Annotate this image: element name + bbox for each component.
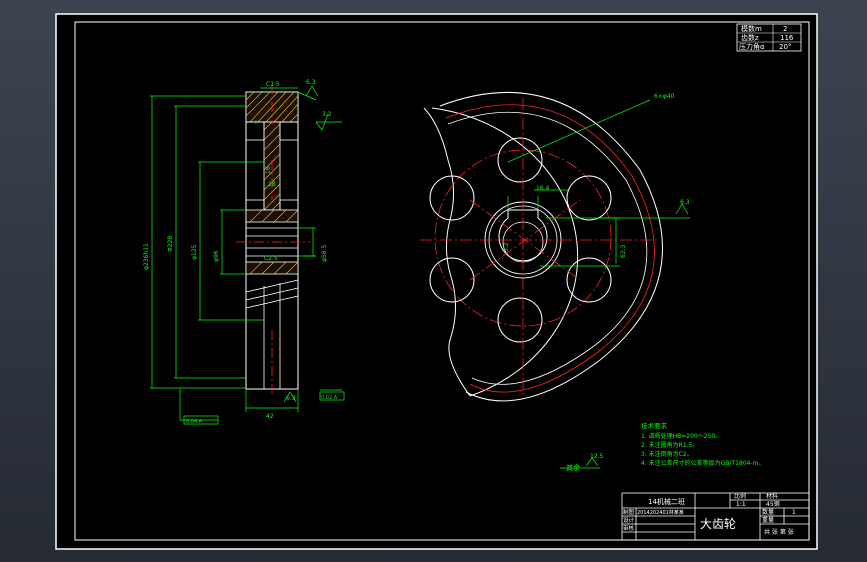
dim-top-angle: 6.3 [306,79,316,86]
dim-d-outer: φ236h11 [143,243,150,270]
front-view: 6×φ40 16.4 62.3 3.2 6.3 其余 12.5 [420,91,690,472]
param-label-pressure-angle: 压力角α [739,42,765,51]
material-label: 材料 [766,492,778,500]
tech-item-1: 1. 调质处理HB=200～250。 [641,432,721,440]
school-name: 14机械二班 [648,497,685,506]
dim-width: 42 [266,413,274,420]
tech-item-3: 3. 未注倒角为C2。 [641,450,693,458]
keyway-depth: 62.3 [620,244,627,258]
dim-web: 18 [268,181,276,188]
param-value-pressure-angle: 20° [779,43,791,51]
drawer-label: 制图 [623,508,635,516]
scale-label: 比例 [734,492,746,500]
pitch-circle [445,104,655,393]
checker-label: 审核 [623,524,635,532]
bore-dim: 3.2 [503,242,510,252]
drawer-value: 2014202401林某某 [637,509,684,516]
dim-d-root: Φ228 [167,236,174,252]
scale-value: 1:1 [736,501,746,508]
tolerance-bottom: 0.02 A [321,395,338,401]
root-circle [447,111,648,385]
param-label-module: 模数m [741,24,762,33]
front-roughness: 6.3 [680,199,690,206]
param-value-module: 2 [783,25,787,33]
param-value-teeth: 116 [780,34,794,42]
tech-title: 技术要求 [641,421,668,430]
hole-center-circle [434,149,612,327]
keyway-width: 16.4 [536,185,550,192]
designer-label: 设计 [623,516,635,524]
tech-item-2: 2. 未注圆角为R1.5。 [641,441,698,449]
tech-item-4: 4. 未注公差尺寸的公差等级为GB/T1804-m。 [641,459,764,467]
tech-requirements: 技术要求 1. 调质处理HB=200～250。 2. 未注圆角为R1.5。 3.… [641,421,764,467]
title-block: 14机械二班 大齿轮 比例 1:1 材料 45钢 数量 1 重量 共 张 第 张… [621,492,810,541]
section-view: C1.5 6.3 3.2 φ236h11 Φ228 φ125 φ96 φ58.5… [143,79,345,425]
dim-d-hole-circle: φ125 [191,244,198,260]
drawing-inner-border [74,21,810,541]
dim-d-hub: φ96 [213,250,220,262]
drawing-sheet [55,13,818,550]
bore-keyway [498,209,548,262]
part-name: 大齿轮 [700,517,736,531]
dim-roughness-bottom: 6.3 [286,395,296,402]
material-value: 45钢 [766,500,780,508]
lightening-holes [429,137,612,343]
roughness-other-label: 其余 [566,463,580,472]
dim-chamfer-hub: C2.5 [264,255,278,262]
dim-roughness-top-right: 3.2 [322,111,332,118]
dim-chamfer-top: C1.5 [266,81,280,88]
qty-value: 1 [792,509,796,516]
tip-circle [439,91,663,402]
dim-bore-small: 16 [265,166,272,174]
parameter-table: 模数m 2 齿数z 116 压力角α 20° [736,23,802,52]
weight-label: 重量 [762,516,774,524]
param-label-teeth: 齿数z [741,33,759,42]
sheet-text: 共 张 第 张 [764,528,794,536]
break-line [423,107,471,397]
holes-label: 6×φ40 [654,93,675,100]
tolerance-left: 0.04 A [186,419,203,425]
roughness-other-value: 12.5 [590,453,604,460]
outer-circle [431,107,579,397]
dim-d-bore: φ58.5 [321,245,328,263]
hatched-hub [245,209,299,275]
qty-label: 数量 [762,508,774,516]
